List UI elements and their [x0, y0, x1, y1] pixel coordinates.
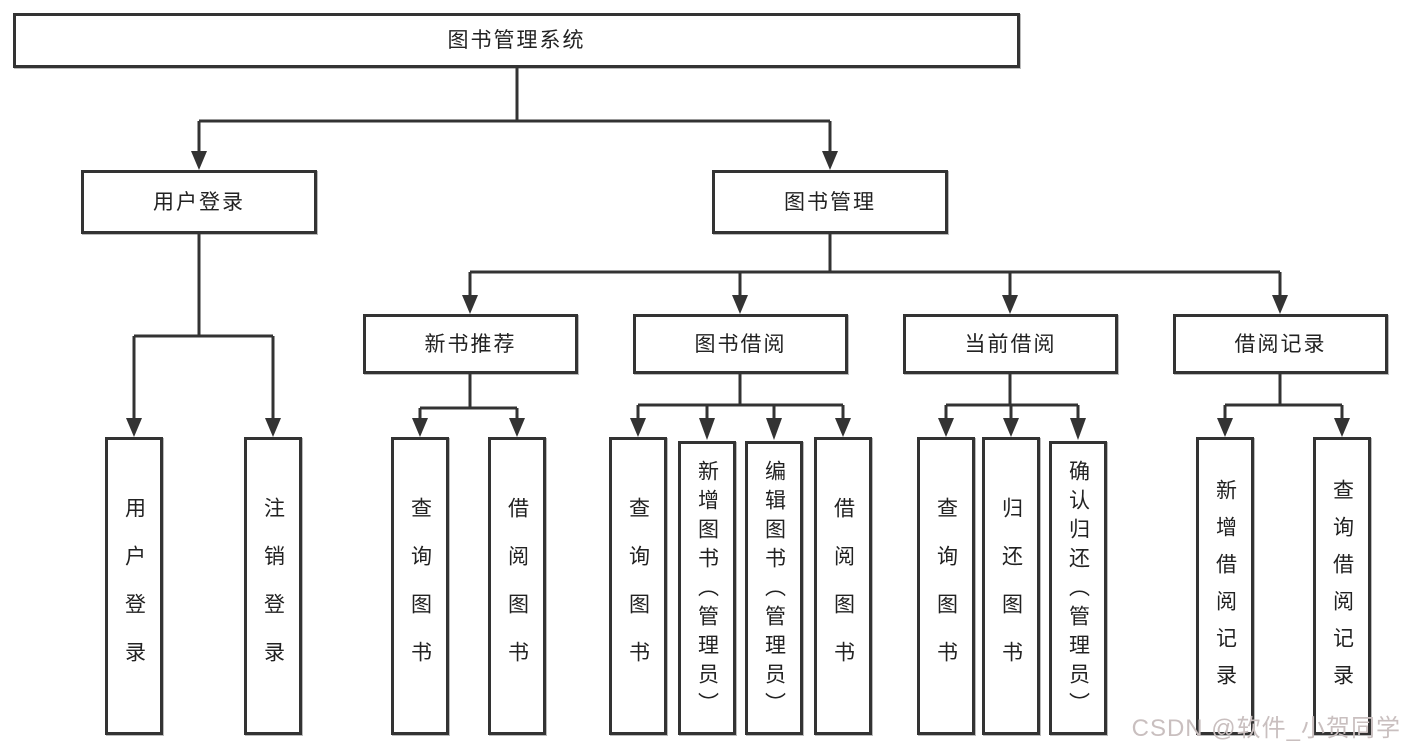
node-label: 注销登录 [261, 497, 285, 689]
node-new-book-recommend: 新书推荐 [363, 314, 578, 374]
node-label: 编辑图书（管理员） [762, 459, 786, 721]
node-label: 当前借阅 [964, 332, 1057, 356]
node-book-borrow: 图书借阅 [633, 314, 848, 374]
leaf-borrow-books-borrow: 借阅图书 [814, 437, 872, 735]
leaf-borrow-books-newrec: 借阅图书 [488, 437, 546, 735]
node-label: 借阅图书 [505, 497, 529, 689]
node-label: 新增图书（管理员） [695, 459, 719, 721]
leaf-add-borrow-record: 新增借阅记录 [1196, 437, 1254, 735]
node-label: 查询图书 [626, 497, 650, 689]
node-label: 归还图书 [999, 497, 1023, 689]
node-borrow-records: 借阅记录 [1173, 314, 1388, 374]
leaf-query-borrow-record: 查询借阅记录 [1313, 437, 1371, 735]
leaf-edit-books-admin: 编辑图书（管理员） [745, 441, 803, 735]
tree-edges [132, 68, 1344, 421]
arrowheads [126, 151, 1350, 440]
node-label: 查询借阅记录 [1330, 479, 1354, 701]
node-user-login: 用户登录 [81, 170, 317, 234]
node-label: 查询图书 [934, 497, 958, 689]
node-label: 图书管理系统 [447, 29, 586, 52]
leaf-logout: 注销登录 [244, 437, 302, 735]
leaf-confirm-return-admin: 确认归还（管理员） [1049, 441, 1107, 735]
csdn-watermark: CSDN @软件_小贺同学 [1131, 715, 1401, 742]
node-label: 图书借阅 [694, 332, 787, 356]
node-label: 用户登录 [153, 190, 245, 214]
node-label: 查询图书 [408, 497, 432, 689]
leaf-return-books: 归还图书 [982, 437, 1040, 735]
node-label: 借阅图书 [831, 497, 855, 689]
leaf-query-books-newrec: 查询图书 [391, 437, 449, 735]
leaf-query-books-current: 查询图书 [917, 437, 975, 735]
node-label: 新增借阅记录 [1213, 479, 1237, 701]
leaf-add-books-admin: 新增图书（管理员） [678, 441, 736, 735]
node-book-management: 图书管理 [712, 170, 948, 234]
node-label: 新书推荐 [424, 332, 517, 356]
node-label: 确认归还（管理员） [1066, 459, 1090, 721]
node-library-management-system: 图书管理系统 [13, 13, 1020, 68]
node-current-borrow: 当前借阅 [903, 314, 1118, 374]
node-label: 用户登录 [122, 497, 146, 689]
leaf-user-login: 用户登录 [105, 437, 163, 735]
node-label: 图书管理 [784, 190, 876, 214]
leaf-query-books-borrow: 查询图书 [609, 437, 667, 735]
node-label: 借阅记录 [1234, 332, 1327, 356]
